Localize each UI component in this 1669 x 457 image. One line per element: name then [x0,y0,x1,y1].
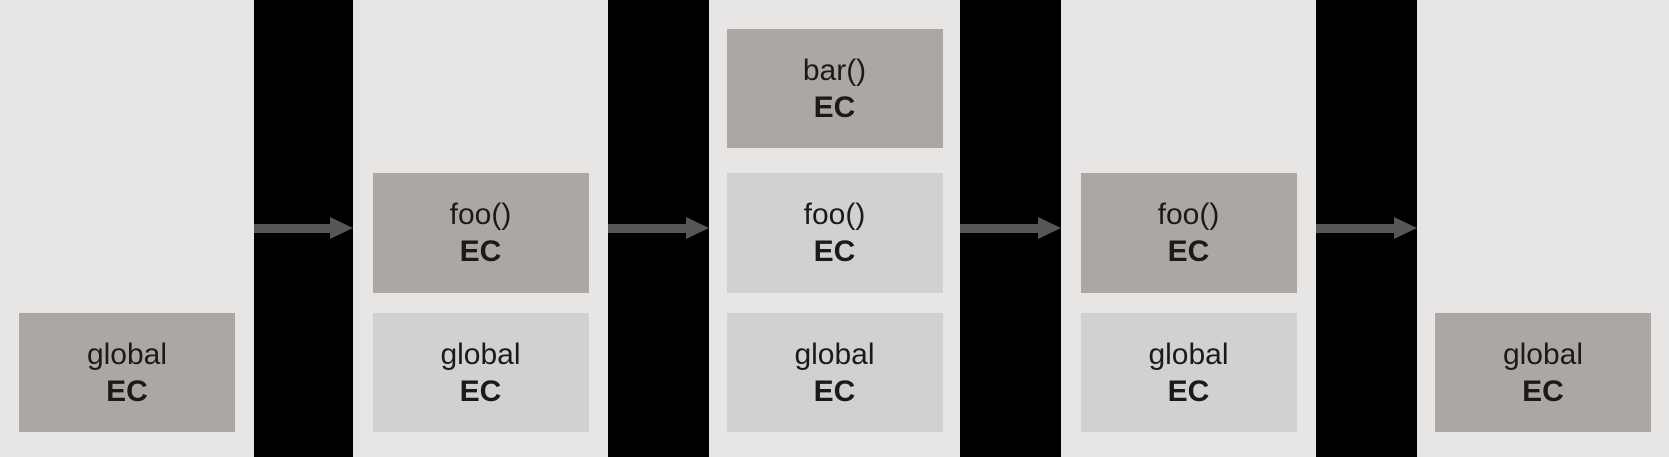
arrow-shaft [1316,224,1396,233]
frame-panel-4: foo() EC global EC [1061,0,1316,457]
ec-label: global [1148,337,1229,371]
arrow-head [330,217,353,239]
ec-suffix: EC [813,374,856,408]
arrow-head [686,217,709,239]
ec-suffix: EC [1522,374,1564,408]
right-arrow-icon [960,0,1061,457]
ec-label: foo() [803,198,866,231]
separator-bar-4 [1316,0,1417,457]
ec-box-global: global EC [19,313,235,432]
ec-suffix: EC [1167,374,1210,408]
frame-panel-2: foo() EC global EC [353,0,608,457]
ec-box-bar: bar() EC [726,29,943,148]
ec-label: global [1502,337,1584,371]
separator-bar-2 [608,0,709,457]
ec-label: global [440,337,521,371]
ec-box-global: global EC [726,313,943,432]
separator-bar-3 [960,0,1061,457]
frame-panel-5: global EC [1417,0,1669,457]
ec-suffix: EC [813,235,856,268]
frame-panel-1: global EC [0,0,254,457]
ec-label: foo() [1157,198,1220,231]
ec-box-global: global EC [372,313,589,432]
arrow-shaft [254,224,332,233]
arrow-head [1038,217,1061,239]
arrow-head [1394,217,1417,239]
ec-suffix: EC [106,374,148,408]
frame-panel-3: bar() EC foo() EC global EC [709,0,960,457]
ec-box-foo: foo() EC [1080,173,1297,293]
ec-suffix: EC [813,90,856,124]
right-arrow-icon [254,0,353,457]
arrow-shaft [960,224,1040,233]
ec-box-global: global EC [1080,313,1297,432]
right-arrow-icon [608,0,709,457]
ec-label: foo() [449,198,512,231]
ec-label: global [794,337,875,371]
ec-box-global: global EC [1435,313,1651,432]
ec-box-foo: foo() EC [372,173,589,293]
right-arrow-icon [1316,0,1417,457]
arrow-shaft [608,224,688,233]
ec-label: global [86,337,168,371]
ec-box-foo: foo() EC [726,173,943,293]
ec-suffix: EC [459,374,502,408]
ec-suffix: EC [459,235,502,268]
ec-label: bar() [802,53,867,87]
ec-suffix: EC [1167,235,1210,268]
separator-bar-1 [254,0,353,457]
